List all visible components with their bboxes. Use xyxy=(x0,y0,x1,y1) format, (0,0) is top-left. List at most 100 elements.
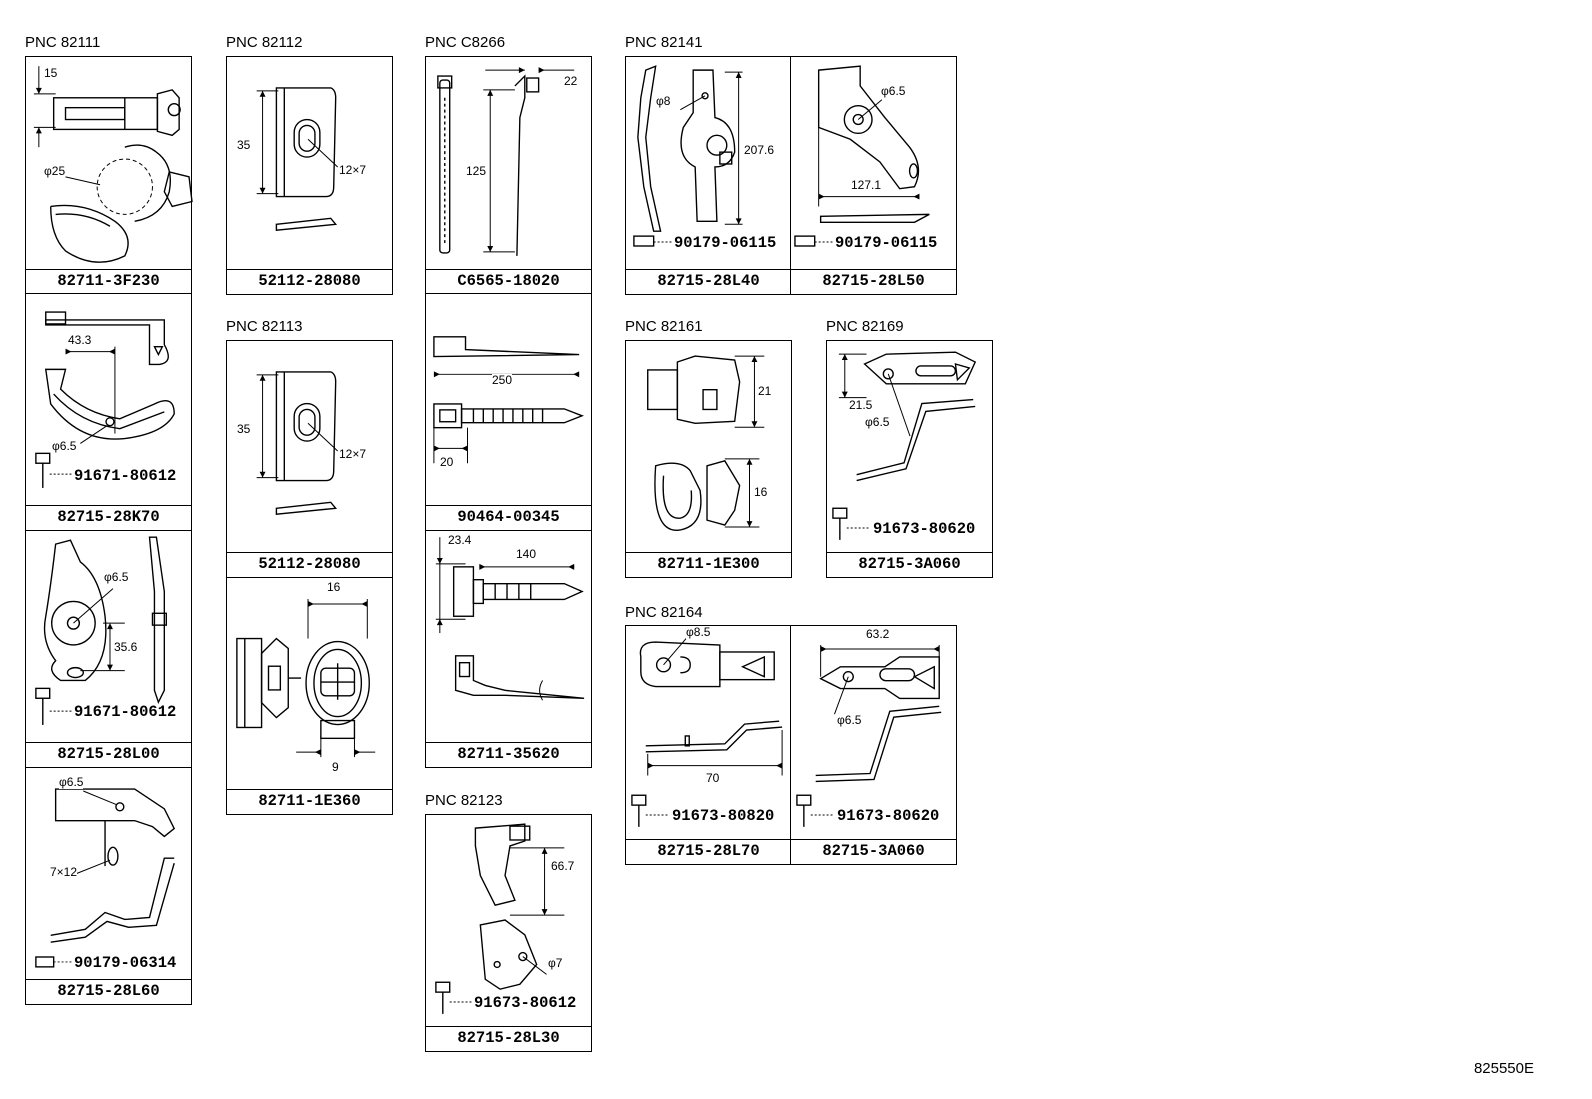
part-number[interactable]: 82711-3F230 xyxy=(26,269,191,294)
dim-label: φ6.5 xyxy=(865,415,890,429)
dim-label: 16 xyxy=(754,485,768,499)
bracket-drawing xyxy=(35,311,175,488)
clip-drawing xyxy=(256,371,338,515)
dim-label: φ6.5 xyxy=(837,713,862,727)
part-box-82715-3A060-b[interactable]: 63.2 φ6.5 91673-80620 82715-3A060 xyxy=(790,625,957,865)
dim-label: 22 xyxy=(564,74,578,88)
bracket-drawing xyxy=(633,65,743,247)
pnc-label-c8266: PNC C8266 xyxy=(425,34,506,51)
part-number[interactable]: C6565-18020 xyxy=(426,269,591,294)
part-box-82715-28K70[interactable]: 43.3 φ6.5 91671-80612 82715-28K70 xyxy=(25,293,192,531)
cable-tie-drawing xyxy=(433,336,585,464)
dim-label: φ7 xyxy=(548,956,563,970)
hardware-bolt-number[interactable]: 91673-80820 xyxy=(672,807,775,825)
dim-label: 125 xyxy=(466,164,487,178)
part-number[interactable]: 82715-28K70 xyxy=(26,505,191,530)
pnc-label-82123: PNC 82123 xyxy=(425,792,503,809)
dim-label: 15 xyxy=(44,66,58,80)
dim-label: 66.7 xyxy=(551,859,575,873)
hardware-bolt-number[interactable]: 91673-80612 xyxy=(474,994,577,1012)
dim-label: φ6.5 xyxy=(52,439,77,453)
dim-label: 35 xyxy=(237,422,251,436)
dim-label: 20 xyxy=(440,455,454,469)
pnc-label-82169: PNC 82169 xyxy=(826,318,904,335)
part-box-C6565-18020[interactable]: 22 125 C6565-18020 xyxy=(425,56,592,295)
part-box-82715-28L70[interactable]: φ8.5 70 91673-80820 82715-28L70 xyxy=(625,625,792,865)
part-number[interactable]: 82711-1E300 xyxy=(626,552,791,577)
pnc-label-82113: PNC 82113 xyxy=(226,318,303,335)
hardware-nut-number[interactable]: 90179-06115 xyxy=(835,234,938,252)
bracket-drawing xyxy=(794,65,930,247)
dim-label: 127.1 xyxy=(851,178,882,192)
bracket-drawing xyxy=(35,536,167,725)
dim-label: 16 xyxy=(327,580,341,594)
hardware-bolt-number[interactable]: 91673-80620 xyxy=(837,807,940,825)
hardware-nut-number[interactable]: 90179-06115 xyxy=(674,234,777,252)
dim-label: 70 xyxy=(706,771,720,785)
tie-clip-drawing xyxy=(435,537,585,701)
bracket-drawing xyxy=(435,823,565,1014)
part-number[interactable]: 82715-28L00 xyxy=(26,742,191,767)
hardware-nut-number[interactable]: 90179-06314 xyxy=(74,954,177,972)
dim-label: 23.4 xyxy=(448,533,472,547)
dim-label: 21.5 xyxy=(849,398,873,412)
part-number[interactable]: 82711-35620 xyxy=(426,742,591,767)
grommet-drawing xyxy=(236,599,376,758)
part-number[interactable]: 82715-28L60 xyxy=(26,979,191,1004)
pnc-label-82112: PNC 82112 xyxy=(226,34,303,51)
dim-label: 35 xyxy=(237,138,251,152)
bracket-drawing xyxy=(832,351,977,540)
part-box-82711-3F230[interactable]: 15 φ25 82711-3F230 xyxy=(25,56,193,295)
part-box-52112-28080-b[interactable]: 35 12×7 52112-28080 xyxy=(226,340,393,578)
part-number[interactable]: 82715-28L50 xyxy=(791,269,956,294)
part-box-82715-3A060-a[interactable]: 21.5 φ6.5 91673-80620 82715-3A060 xyxy=(826,340,993,578)
dim-label: φ6.5 xyxy=(59,775,84,789)
dim-label: 21 xyxy=(758,384,772,398)
dim-label: φ8 xyxy=(656,94,671,108)
hardware-bolt-number[interactable]: 91673-80620 xyxy=(873,520,976,538)
hardware-bolt-number[interactable]: 91671-80612 xyxy=(74,467,177,485)
part-number[interactable]: 82715-3A060 xyxy=(827,552,992,577)
dim-label: 140 xyxy=(516,547,537,561)
dim-label: φ6.5 xyxy=(881,84,906,98)
pnc-label-82161: PNC 82161 xyxy=(625,318,703,335)
part-number[interactable]: 82711-1E360 xyxy=(227,789,392,814)
dim-label: 63.2 xyxy=(866,627,890,641)
part-number[interactable]: 90464-00345 xyxy=(426,505,591,530)
dim-label: 250 xyxy=(492,373,513,387)
dim-label: 43.3 xyxy=(68,333,92,347)
dim-label: φ6.5 xyxy=(104,570,129,584)
bracket-drawing xyxy=(631,636,783,827)
part-box-82711-1E360[interactable]: 16 9 82711-1E360 xyxy=(226,577,393,815)
hardware-bolt-number[interactable]: 91671-80612 xyxy=(74,703,177,721)
dim-label: φ8.5 xyxy=(686,625,711,639)
dim-label: 7×12 xyxy=(50,865,78,879)
dim-label: 9 xyxy=(332,760,339,774)
tie-drawing xyxy=(437,67,575,256)
part-number[interactable]: 82715-28L70 xyxy=(626,839,791,864)
clip-drawing xyxy=(33,66,193,263)
clip-drawing xyxy=(256,87,338,231)
part-number[interactable]: 82715-28L40 xyxy=(626,269,791,294)
part-box-90464-00345[interactable]: 250 20 90464-00345 xyxy=(425,293,592,531)
dim-label: 35.6 xyxy=(114,640,138,654)
part-number[interactable]: 82715-28L30 xyxy=(426,1026,591,1051)
pnc-label-82164: PNC 82164 xyxy=(625,604,703,621)
part-number[interactable]: 52112-28080 xyxy=(227,552,392,577)
part-number[interactable]: 52112-28080 xyxy=(227,269,392,294)
dim-label: φ25 xyxy=(44,164,66,178)
part-number[interactable]: 82715-3A060 xyxy=(791,839,956,864)
bracket-drawing xyxy=(796,645,942,827)
pnc-label-82111: PNC 82111 xyxy=(25,34,101,51)
part-box-82715-28L00[interactable]: φ6.5 35.6 91671-80612 82715-28L00 xyxy=(25,530,192,768)
part-box-82711-35620[interactable]: 23.4 140 82711-35620 xyxy=(425,530,592,768)
dim-label: 207.6 xyxy=(744,143,775,157)
part-box-82715-28L50[interactable]: φ6.5 127.1 90179-06115 82715-28L50 xyxy=(790,56,957,295)
part-box-82711-1E300[interactable]: 21 16 82711-1E300 xyxy=(625,340,792,578)
part-box-82715-28L40[interactable]: φ8 207.6 90179-06115 82715-28L40 xyxy=(625,56,792,295)
part-box-52112-28080-a[interactable]: 35 12×7 52112-28080 xyxy=(226,56,393,295)
part-box-82715-28L60[interactable]: φ6.5 7×12 90179-06314 82715-28L60 xyxy=(25,767,192,1005)
clip-drawing xyxy=(647,355,765,531)
part-box-82715-28L30[interactable]: 66.7 φ7 91673-80612 82715-28L30 xyxy=(425,814,592,1052)
